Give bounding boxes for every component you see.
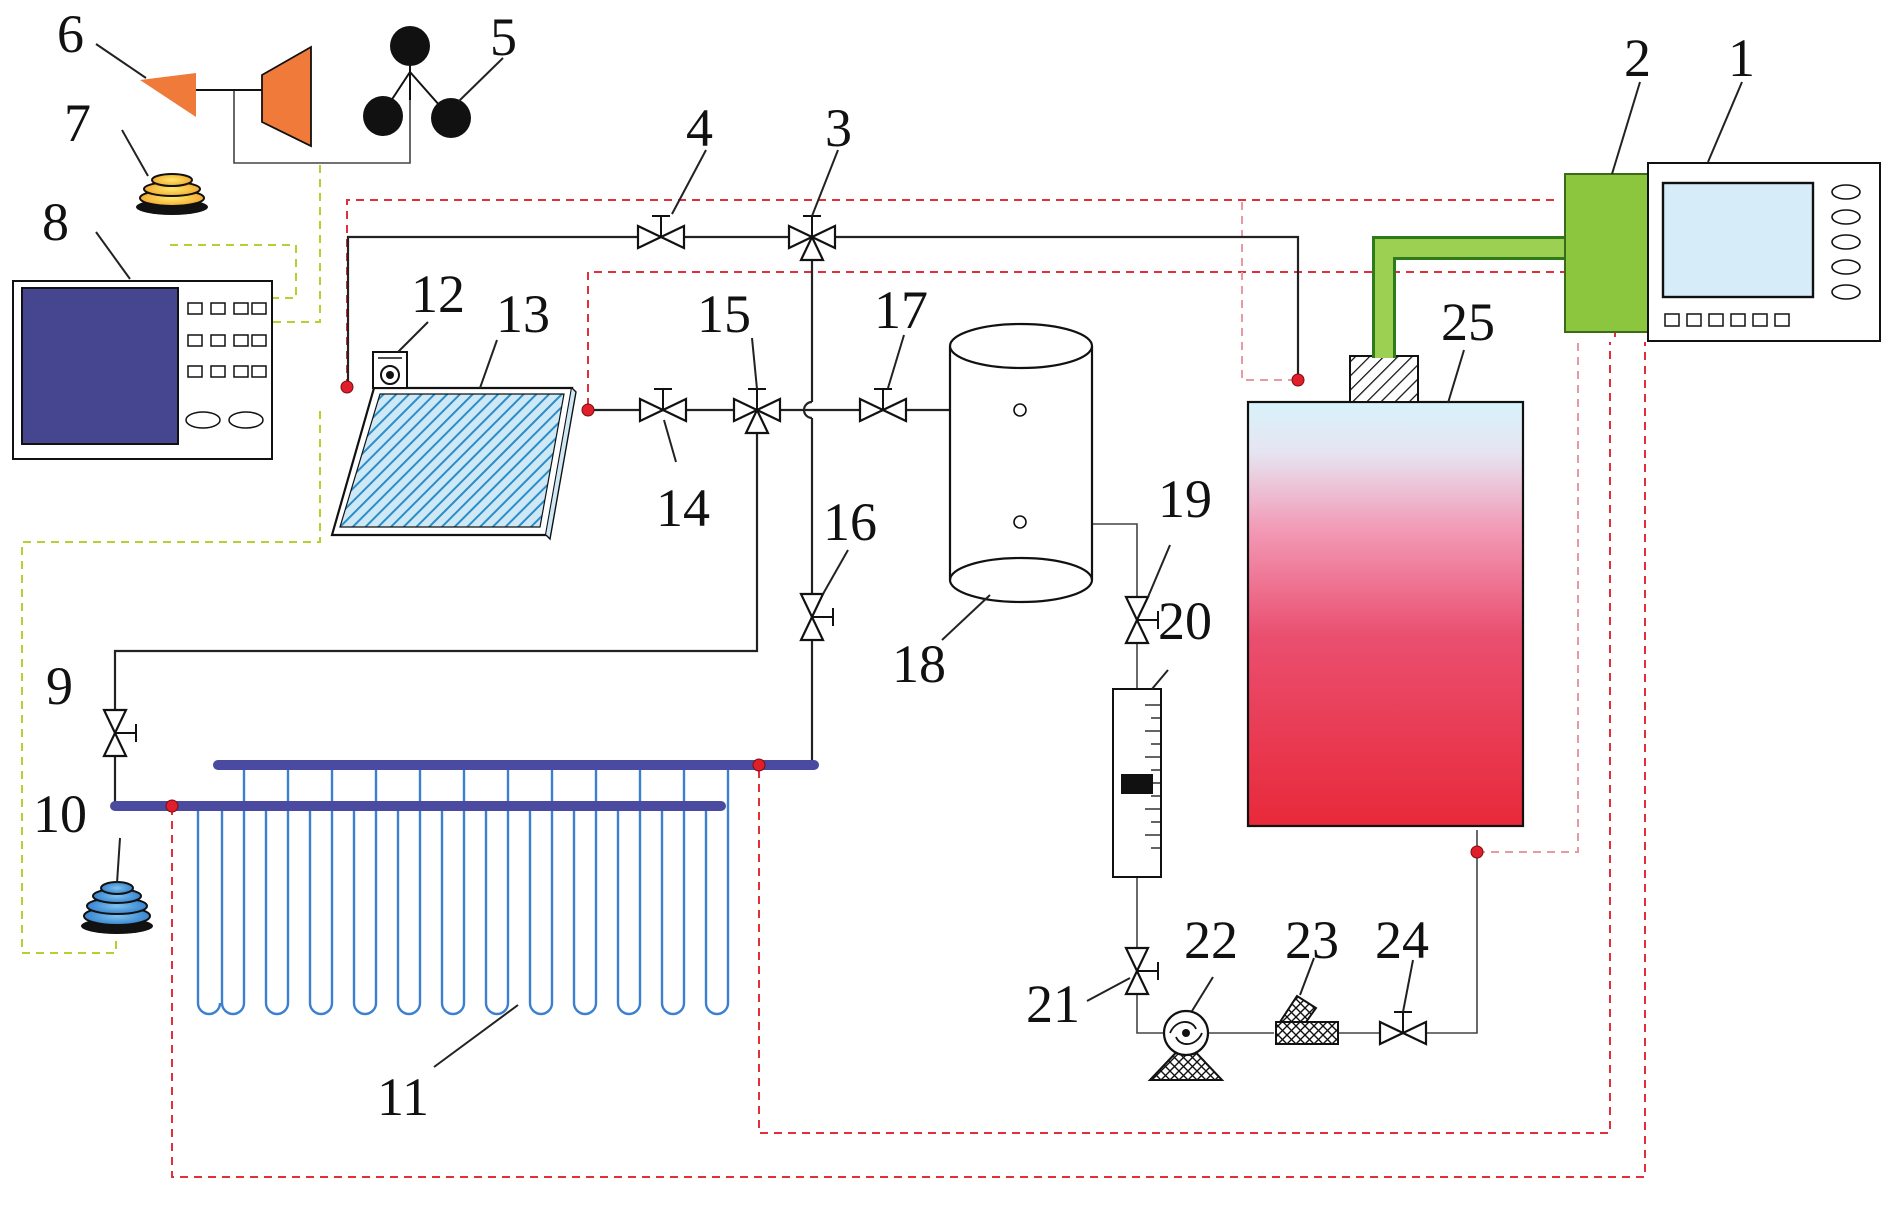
fan-6 (140, 45, 312, 148)
label-2: 2 (1624, 28, 1651, 88)
valve-3 (787, 215, 837, 262)
label-21: 21 (1026, 974, 1080, 1034)
label-1: 1 (1728, 28, 1755, 88)
valve-24 (1378, 1011, 1428, 1046)
solar-collector-13 (330, 386, 577, 541)
u-tube-bundle (196, 770, 730, 1016)
heat-storage-tank-25 (1246, 355, 1525, 828)
label-10: 10 (33, 784, 87, 844)
flowmeter-float (1121, 774, 1153, 794)
valve-14 (638, 388, 688, 423)
cooling-coil-10 (81, 881, 153, 934)
monitor-knobs (1831, 184, 1861, 300)
label-4: 4 (686, 98, 713, 158)
label-13: 13 (496, 284, 550, 344)
valve-21 (1124, 946, 1159, 996)
valves (102, 215, 1428, 1046)
label-8: 8 (42, 192, 69, 252)
controller-and-display (1372, 162, 1881, 358)
label-22: 22 (1184, 910, 1238, 970)
tank-heater-block (1349, 355, 1419, 403)
label-14: 14 (656, 478, 710, 538)
label-25: 25 (1441, 292, 1495, 352)
monitor-screen (1661, 181, 1815, 299)
valve-4 (636, 215, 686, 250)
monitor-buttons (1664, 313, 1790, 327)
ground-heat-exchanger (110, 760, 819, 1016)
label-20: 20 (1158, 591, 1212, 651)
logger-screen (21, 287, 179, 445)
logger-buttons (185, 302, 267, 429)
controller-box-2 (1564, 173, 1650, 333)
label-19: 19 (1158, 469, 1212, 529)
label-24: 24 (1375, 910, 1429, 970)
valve-16 (799, 592, 834, 642)
label-17: 17 (874, 280, 928, 340)
label-3: 3 (825, 98, 852, 158)
filter-23 (1275, 994, 1339, 1045)
valve-15 (732, 388, 782, 435)
label-16: 16 (823, 492, 877, 552)
upper-manifold (213, 760, 819, 770)
flowmeter-20 (1112, 688, 1162, 878)
anemometer-5 (363, 26, 471, 138)
label-12: 12 (411, 264, 465, 324)
label-23: 23 (1285, 910, 1339, 970)
label-15: 15 (697, 284, 751, 344)
component-labels: 1 2 3 4 5 6 7 8 9 10 11 12 13 14 15 16 1… (33, 4, 1755, 1127)
label-5: 5 (490, 7, 517, 67)
heating-coil-7 (136, 173, 208, 215)
storage-tank-18 (948, 322, 1094, 604)
leader-lines (95, 43, 1743, 1068)
valve-19 (1124, 595, 1159, 645)
temperature-sensors (165, 373, 1484, 859)
data-logger-8 (12, 280, 273, 460)
valve-17 (858, 388, 908, 423)
label-7: 7 (64, 93, 91, 153)
label-11: 11 (377, 1067, 429, 1127)
label-6: 6 (57, 4, 84, 64)
pyranometer-12 (372, 351, 408, 389)
lower-manifold (110, 801, 726, 811)
pump-22 (1147, 1009, 1225, 1081)
label-18: 18 (892, 634, 946, 694)
valve-9 (102, 708, 137, 758)
label-9: 9 (46, 656, 73, 716)
